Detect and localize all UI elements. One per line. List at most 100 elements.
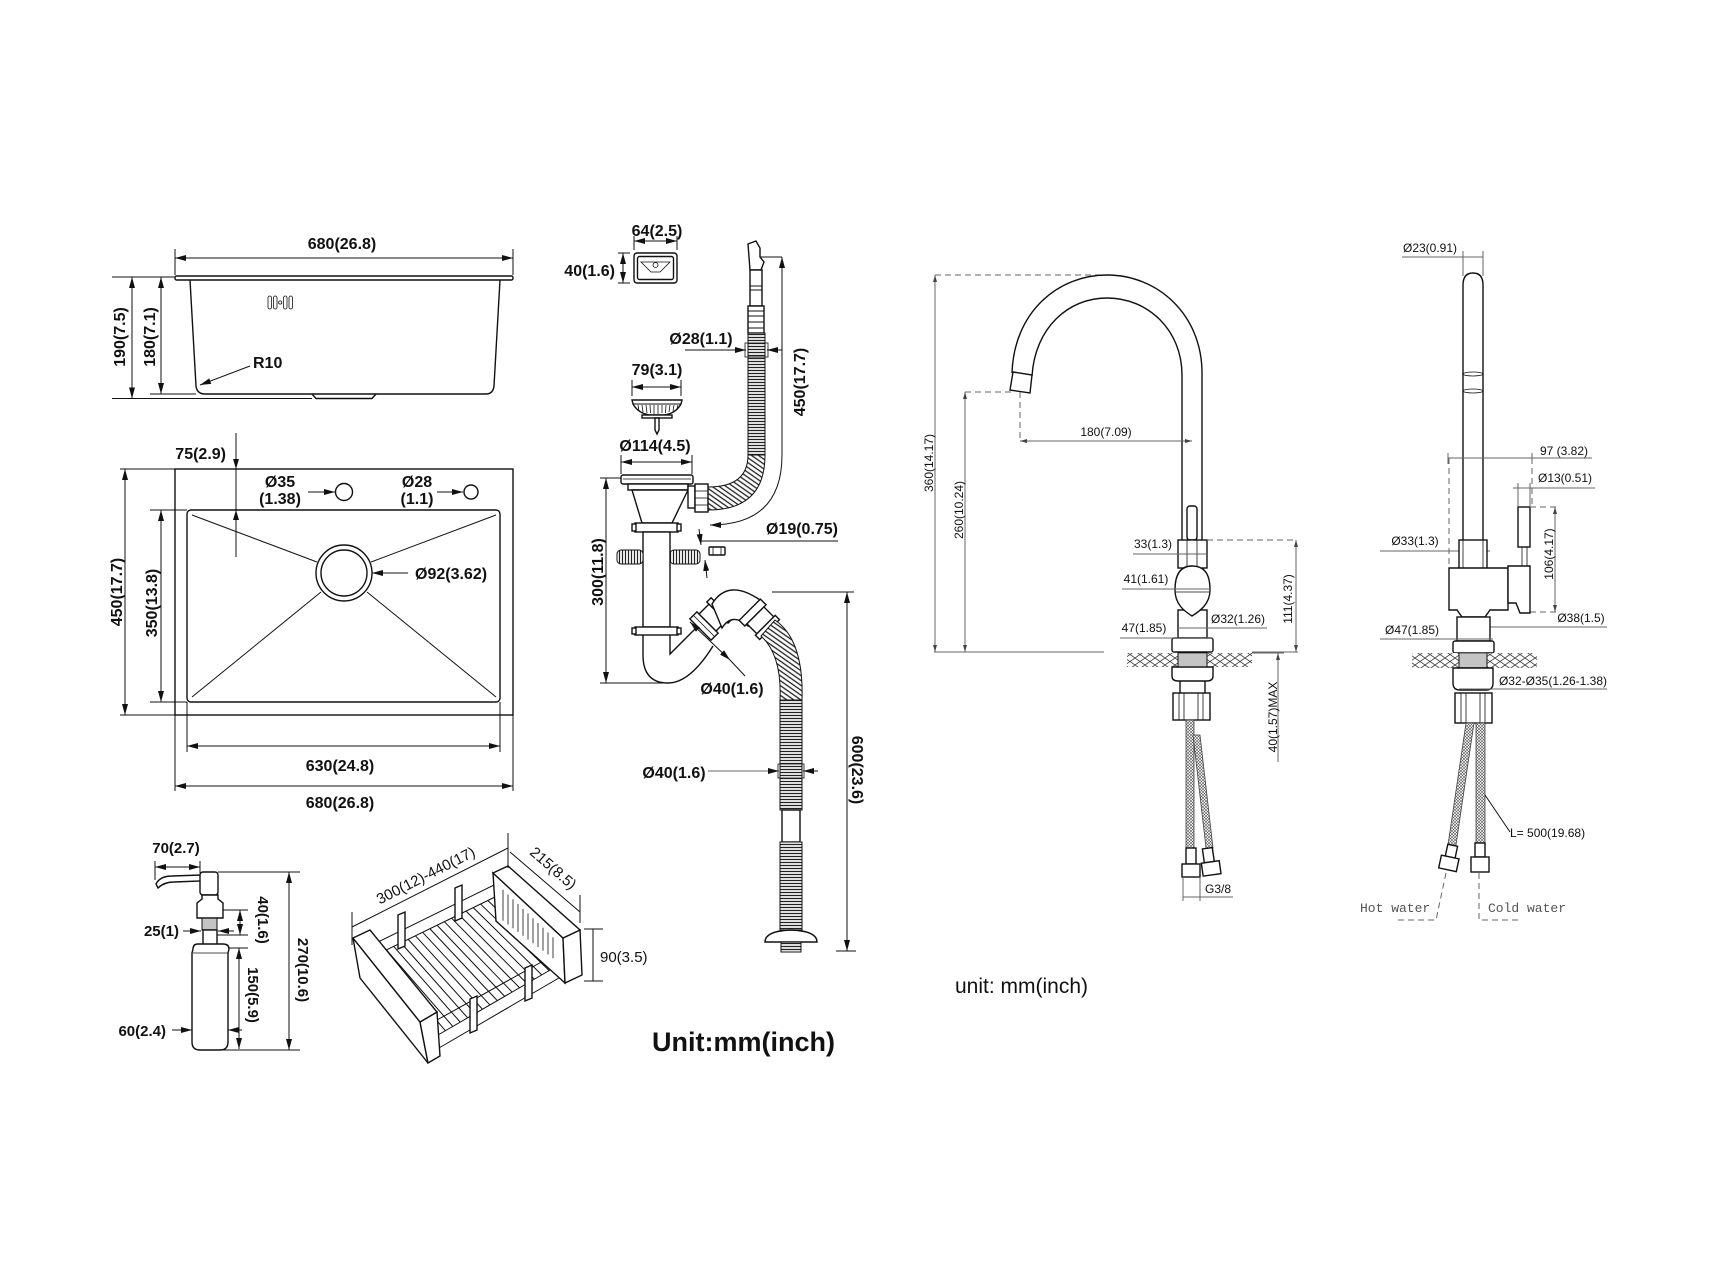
mounting-nut bbox=[1171, 666, 1214, 682]
unit-note-sink: Unit:mm(inch) bbox=[652, 1027, 835, 1057]
basket-floor-wire bbox=[436, 924, 506, 997]
overflow-cover-slot bbox=[640, 261, 671, 273]
accessory-hole-inch-label: (1.1) bbox=[401, 491, 434, 508]
basket-rail bbox=[371, 884, 495, 946]
cold-water-label: Cold water bbox=[1488, 901, 1566, 916]
basket-panel-slats bbox=[502, 889, 554, 959]
hose-fitting-sleeve bbox=[1185, 847, 1197, 865]
arrowhead bbox=[233, 459, 239, 469]
overflow-hose-dia-label: Ø28(1.1) bbox=[669, 331, 732, 348]
total-height-label: 270(10.6) bbox=[294, 938, 311, 1002]
faucet-body-block bbox=[1448, 567, 1509, 618]
side-inlet-hose-left bbox=[616, 549, 644, 565]
total-height-label: 190(7.5) bbox=[112, 307, 129, 367]
basket-rail bbox=[438, 974, 565, 1049]
mounting-shank bbox=[1458, 652, 1488, 669]
basket-floor-wire bbox=[429, 928, 498, 1001]
bowl-slope-line bbox=[191, 591, 322, 698]
basket-floor-wire bbox=[415, 935, 483, 1010]
basket-floor-wire bbox=[443, 921, 513, 993]
overflow-cover bbox=[633, 252, 678, 284]
flange-dia-label: Ø114(4.5) bbox=[619, 438, 690, 455]
basket-floor-wire bbox=[422, 931, 491, 1006]
clamp-bolt bbox=[631, 627, 637, 635]
faucet-knob bbox=[1174, 565, 1211, 617]
hole-dia-label: Ø32-Ø35(1.26-1.38) bbox=[1499, 674, 1607, 688]
cold-water-hose bbox=[1475, 722, 1486, 844]
handle-base-dia-label: Ø38(1.5) bbox=[1557, 611, 1604, 625]
thread-dia-label: 25(1) bbox=[144, 923, 179, 940]
inlet-block bbox=[1454, 692, 1493, 724]
spout-ring bbox=[1462, 371, 1484, 377]
drain-body-taper bbox=[631, 489, 690, 524]
faucet-handle-rod bbox=[1517, 506, 1531, 548]
spout-reach-label: 180(7.09) bbox=[1080, 425, 1131, 439]
bowl-slope-line bbox=[191, 514, 318, 563]
sink-outer-outline bbox=[174, 468, 514, 716]
outlet-hose-corrugated bbox=[779, 841, 803, 931]
faucet-side-view: Ø23(0.91) 97 (3.82) Ø13(0.51) 106(4.17) … bbox=[1360, 241, 1607, 921]
side-inlet-hose-right bbox=[669, 549, 701, 565]
base-dia-label: Ø47(1.85) bbox=[1385, 623, 1439, 637]
sink-rim-flange bbox=[174, 275, 514, 281]
outer-width-label: 680(26.8) bbox=[306, 795, 375, 812]
bowl-slope-line bbox=[370, 514, 497, 563]
supply-hose bbox=[1192, 734, 1214, 849]
dispenser-collar bbox=[196, 894, 224, 919]
accessory-hole-dia-label: Ø28 bbox=[402, 474, 432, 491]
corner-radius-leader bbox=[199, 365, 251, 386]
overflow-cover-inner bbox=[636, 255, 675, 281]
mounting-shank bbox=[1177, 652, 1208, 668]
strainer-stem bbox=[654, 417, 660, 436]
hose-length-label: L= 500(19.68) bbox=[1510, 826, 1585, 840]
spout-aerator bbox=[1009, 371, 1033, 394]
mounting-nut bbox=[1452, 667, 1494, 691]
outlet-hose-length-label: 600(23.6) bbox=[848, 736, 865, 805]
drain-flange bbox=[620, 474, 694, 485]
basket-divider-post bbox=[524, 963, 533, 1003]
faucet-handle bbox=[1186, 505, 1198, 541]
unit-note-faucet: unit: mm(inch) bbox=[955, 975, 1088, 998]
basket-floor-wire bbox=[458, 914, 528, 984]
trap-height-label: 300(11.8) bbox=[590, 538, 607, 606]
sink-width-label: 680(26.8) bbox=[308, 236, 377, 253]
supply-hose bbox=[1185, 719, 1195, 849]
hot-water-label: Hot water bbox=[1360, 901, 1430, 916]
accessory-hole bbox=[463, 484, 479, 500]
basket-right-panel-edge bbox=[562, 928, 583, 985]
collar-dia-label: Ø33(1.3) bbox=[1391, 534, 1438, 548]
sink-bowl-outline bbox=[189, 279, 501, 395]
dispenser-spout bbox=[155, 874, 202, 890]
trap-bend-inner bbox=[669, 628, 696, 656]
strainer-serrations bbox=[637, 404, 679, 414]
soap-dispenser: 70(2.7) 25(1) 40(1.6) 150(5.9) 270(10.6)… bbox=[118, 840, 311, 1051]
sink-top-view: 450(17.7) 350(13.8) 75(2.9) Ø35 (1.38) Ø… bbox=[109, 433, 514, 812]
dispenser-thread bbox=[201, 917, 218, 931]
faucet-base-collar bbox=[1452, 640, 1495, 654]
drain-inner-ring bbox=[320, 549, 368, 597]
trap-dia-label: Ø40(1.6) bbox=[700, 681, 763, 698]
trap-bend-outer bbox=[642, 635, 714, 684]
faucet-front-view: 360(14.17) 260(10.24) 180(7.09) 111(4.37… bbox=[922, 274, 1298, 901]
basket-divider-post bbox=[397, 910, 406, 951]
corner-radius-label: R10 bbox=[253, 355, 282, 372]
overflow-hose-tube bbox=[749, 269, 763, 307]
basket-height-label: 90(3.5) bbox=[600, 949, 648, 966]
bowl-width-label: 630(24.8) bbox=[306, 758, 375, 775]
bottle-height-label: 150(5.9) bbox=[244, 967, 261, 1023]
outlet-hose-corrugated bbox=[779, 699, 803, 811]
base-width-label: 47(1.85) bbox=[1122, 621, 1167, 635]
overflow-cover-screw bbox=[652, 262, 659, 268]
basket-floor-wire bbox=[393, 946, 461, 1023]
leader-line bbox=[729, 659, 746, 677]
side-inlet-arrow bbox=[696, 528, 703, 546]
body-dia-label: Ø32(1.26) bbox=[1211, 612, 1265, 626]
strainer-basket bbox=[631, 399, 683, 416]
trap-dia-dimension-line bbox=[689, 621, 731, 661]
overflow-hose-bend bbox=[707, 454, 766, 511]
outlet-hose-dia-label: Ø40(1.6) bbox=[642, 765, 705, 782]
basket-floor-wire bbox=[400, 942, 469, 1019]
drain-dia-label: Ø92(3.62) bbox=[415, 566, 487, 583]
spout-height-label: 260(10.24) bbox=[952, 481, 966, 539]
hose-length-leader bbox=[1484, 794, 1511, 833]
